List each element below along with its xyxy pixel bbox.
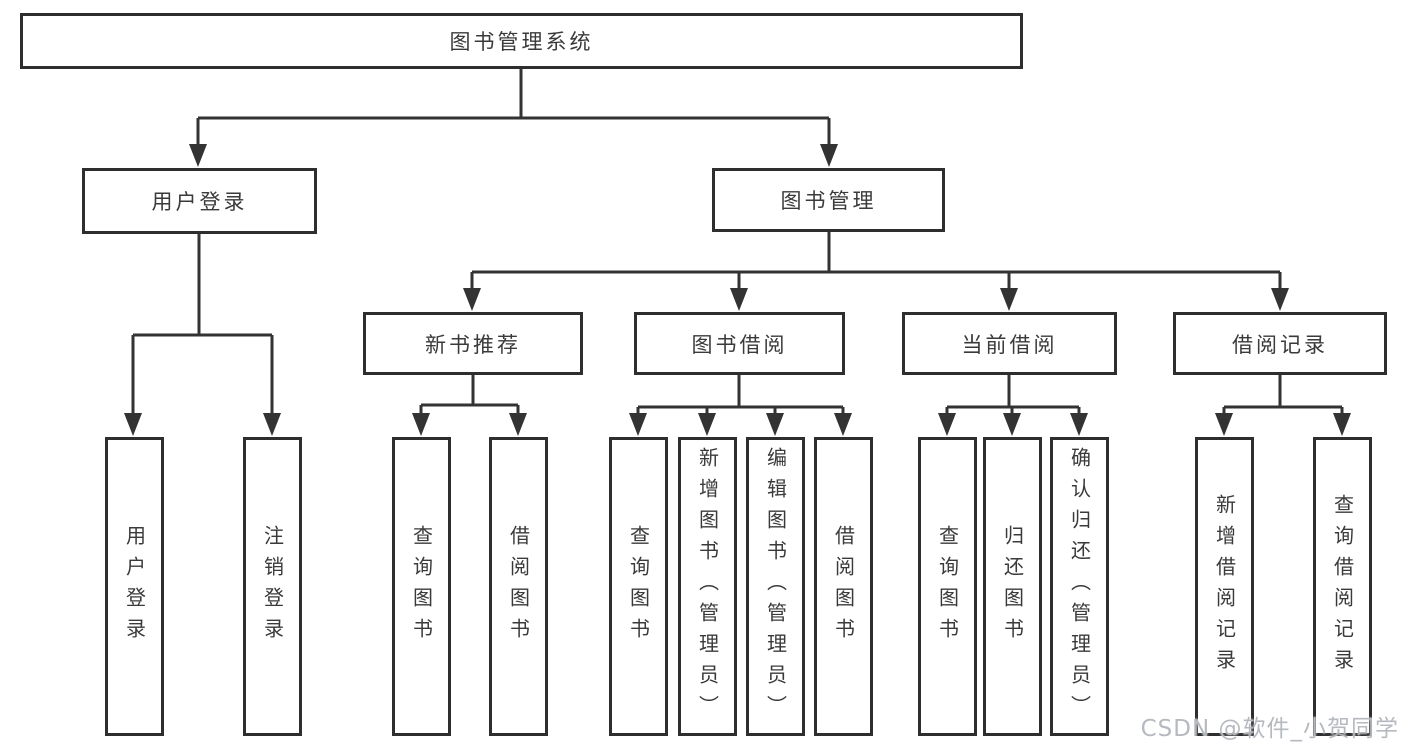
connector-root-to-level2 xyxy=(196,69,831,160)
arrowhead-leaf-borrow-books-recommend xyxy=(509,413,527,436)
leaf-add-books-admin: 新增图书（管理员） xyxy=(678,437,737,736)
leaf-add-books-admin-label: 新增图书（管理员） xyxy=(695,447,720,726)
arrowhead-leaf-add-borrow-record xyxy=(1215,413,1233,436)
arrowhead-book-management xyxy=(820,144,838,167)
leaf-logout-label: 注销登录 xyxy=(260,524,285,649)
leaf-confirm-return-admin-label: 确认归还（管理员） xyxy=(1067,447,1092,726)
leaf-add-borrow-record-label: 新增借阅记录 xyxy=(1212,493,1237,680)
arrowhead-leaf-query-books-borrow xyxy=(629,413,647,436)
arrowhead-new-book-recommendation xyxy=(463,288,481,311)
node-borrowing-records-label: 借阅记录 xyxy=(1232,332,1328,357)
arrowhead-leaf-borrow-books xyxy=(834,413,852,436)
arrowhead-current-borrowing xyxy=(1000,288,1018,311)
leaf-borrow-books: 借阅图书 xyxy=(814,437,873,736)
arrowhead-leaf-confirm-return-admin xyxy=(1070,413,1088,436)
connector-borrowing-records-children xyxy=(1222,375,1344,428)
arrowhead-leaf-query-borrow-record xyxy=(1333,413,1351,436)
node-user-login-label: 用户登录 xyxy=(151,190,248,214)
node-new-book-recommendation: 新书推荐 xyxy=(363,312,583,375)
node-new-book-recommendation-label: 新书推荐 xyxy=(425,332,521,357)
node-current-borrowing: 当前借阅 xyxy=(902,312,1117,375)
leaf-query-borrow-record: 查询借阅记录 xyxy=(1313,437,1372,736)
arrowhead-borrowing-records xyxy=(1271,288,1289,311)
leaf-query-books-recommend-label: 查询图书 xyxy=(409,524,434,649)
leaf-query-borrow-record-label: 查询借阅记录 xyxy=(1330,493,1355,680)
leaf-query-books-borrow-label: 查询图书 xyxy=(626,524,651,649)
leaf-query-books-borrow: 查询图书 xyxy=(609,437,668,736)
node-current-borrowing-label: 当前借阅 xyxy=(961,332,1058,357)
node-user-login: 用户登录 xyxy=(82,168,317,234)
leaf-edit-books-admin-label: 编辑图书（管理员） xyxy=(763,447,788,726)
node-root-label: 图书管理系统 xyxy=(449,30,594,54)
leaf-user-login-label: 用户登录 xyxy=(122,524,147,649)
leaf-logout: 注销登录 xyxy=(243,437,302,736)
arrowhead-leaf-user-login xyxy=(124,413,142,436)
leaf-borrow-books-recommend-label: 借阅图书 xyxy=(506,524,531,649)
arrowhead-leaf-edit-books-admin xyxy=(766,413,784,436)
node-book-management: 图书管理 xyxy=(712,168,945,232)
leaf-return-books: 归还图书 xyxy=(983,437,1042,736)
leaf-confirm-return-admin: 确认归还（管理员） xyxy=(1050,437,1109,736)
connector-book-management-children xyxy=(470,232,1282,303)
watermark: CSDN @软件_小贺同学 xyxy=(1140,716,1399,742)
leaf-borrow-books-recommend: 借阅图书 xyxy=(489,437,548,736)
node-root: 图书管理系统 xyxy=(20,13,1023,69)
leaf-return-books-label: 归还图书 xyxy=(1000,524,1025,649)
connector-book-borrowing-children xyxy=(636,375,845,428)
connector-new-book-recommendation-children xyxy=(419,375,520,428)
node-book-management-label: 图书管理 xyxy=(780,189,877,213)
arrowhead-leaf-query-books-recommend xyxy=(412,413,430,436)
leaf-query-books-current-label: 查询图书 xyxy=(935,524,960,649)
node-borrowing-records: 借阅记录 xyxy=(1173,312,1387,375)
leaf-add-borrow-record: 新增借阅记录 xyxy=(1195,437,1254,736)
leaf-query-books-current: 查询图书 xyxy=(918,437,977,736)
arrowhead-leaf-add-books-admin xyxy=(698,413,716,436)
leaf-edit-books-admin: 编辑图书（管理员） xyxy=(746,437,805,736)
leaf-query-books-recommend: 查询图书 xyxy=(392,437,451,736)
connector-user-login-children xyxy=(131,234,274,428)
leaf-user-login: 用户登录 xyxy=(105,437,164,736)
arrowhead-user-login xyxy=(189,144,207,167)
arrowhead-book-borrowing xyxy=(730,288,748,311)
arrowhead-leaf-query-books-current xyxy=(938,413,956,436)
arrowhead-leaf-logout xyxy=(263,413,281,436)
node-book-borrowing: 图书借阅 xyxy=(634,312,845,375)
leaf-borrow-books-label: 借阅图书 xyxy=(831,524,856,649)
node-book-borrowing-label: 图书借阅 xyxy=(691,332,788,357)
arrowhead-leaf-return-books xyxy=(1003,413,1021,436)
